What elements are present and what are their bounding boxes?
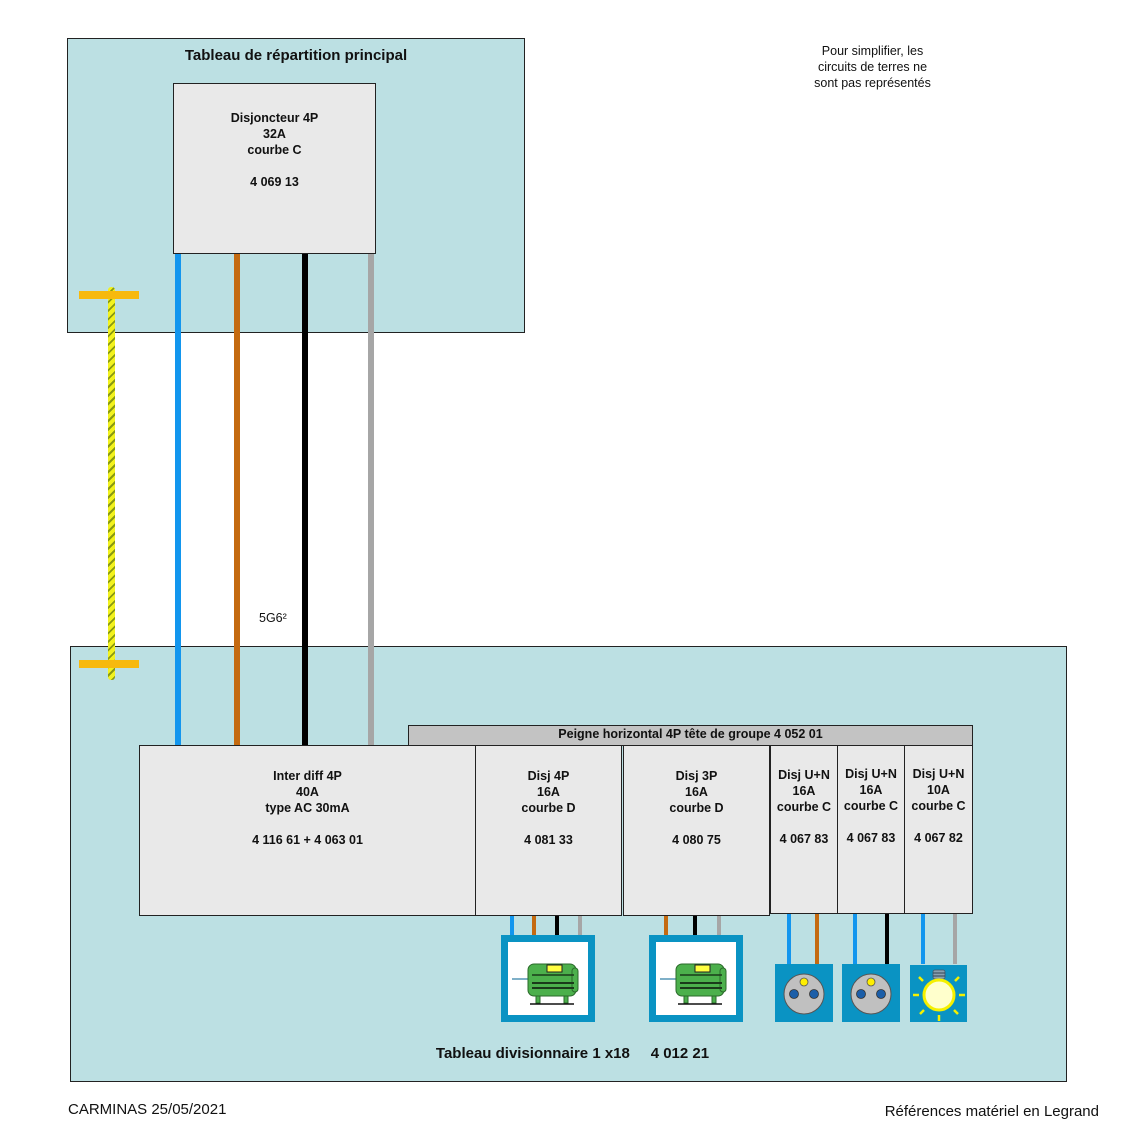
out-wire-brown xyxy=(815,914,819,964)
wire-phase1-brown xyxy=(234,254,240,746)
earth-bar-main xyxy=(79,291,139,299)
breaker-ref: 4 080 75 xyxy=(672,833,721,847)
breaker-label: courbe D xyxy=(669,801,724,815)
out-wire-grey xyxy=(717,916,721,936)
out-wire-black xyxy=(555,916,559,936)
breaker-disj-un-10a: Disj U+N 10A courbe C 4 067 82 xyxy=(904,745,973,914)
breaker-label: Disj 3P xyxy=(675,769,718,783)
main-panel-title: Tableau de répartition principal xyxy=(184,47,408,64)
author-date: CARMINAS 25/05/2021 xyxy=(68,1101,227,1118)
note-line-3: sont pas représentés xyxy=(814,76,931,90)
breaker-label: courbe D xyxy=(521,801,576,815)
note-line-1: Pour simplifier, les xyxy=(821,44,924,58)
earth-bar-sub xyxy=(79,660,139,668)
main-breaker-ref: 4 069 13 xyxy=(250,175,299,189)
cable-label: 5G6² xyxy=(259,611,287,625)
breaker-ref: 4 067 82 xyxy=(914,831,963,845)
out-wire-black xyxy=(885,914,889,964)
breaker-label: Disj U+N xyxy=(778,768,830,782)
breaker-ref: 4 067 83 xyxy=(779,832,829,846)
motor-load-2 xyxy=(649,935,743,1022)
out-wire-grey xyxy=(953,914,957,964)
socket-load-1 xyxy=(775,964,833,1022)
main-breaker-label-1: Disjoncteur 4P xyxy=(230,111,319,125)
rcd-inter-diff: Inter diff 4P 40A type AC 30mA 4 116 61 … xyxy=(139,745,476,916)
motor-load-1 xyxy=(501,935,595,1022)
simplification-note: Pour simplifier, les circuits de terres … xyxy=(790,43,955,91)
out-wire-grey xyxy=(578,916,582,936)
references-note: Références matériel en Legrand xyxy=(884,1103,1099,1120)
main-breaker-label-2: 32A xyxy=(263,127,286,141)
note-line-2: circuits de terres ne xyxy=(817,60,928,74)
rcd-label-3: type AC 30mA xyxy=(265,801,350,815)
rcd-label-1: Inter diff 4P xyxy=(273,769,342,783)
out-wire-blue xyxy=(787,914,791,964)
breaker-label: 10A xyxy=(927,783,950,797)
sub-panel-title: Tableau divisionnaire 1 x18 4 012 21 xyxy=(435,1045,710,1062)
breaker-label: courbe C xyxy=(911,799,966,813)
breaker-ref: 4 081 33 xyxy=(524,833,573,847)
breaker-disj-un-16a-1: Disj U+N 16A courbe C 4 067 83 xyxy=(770,745,838,914)
breaker-label: 16A xyxy=(792,784,816,798)
out-wire-brown xyxy=(664,916,668,936)
out-wire-black xyxy=(693,916,697,936)
breaker-label: 16A xyxy=(685,785,708,799)
earth-conductor xyxy=(108,287,115,680)
breaker-label: courbe C xyxy=(776,800,832,814)
breaker-disj-4p: Disj 4P 16A courbe D 4 081 33 xyxy=(475,745,622,916)
breaker-disj-un-16a-2: Disj U+N 16A courbe C 4 067 83 xyxy=(837,745,905,914)
breaker-label: Disj 4P xyxy=(527,769,570,783)
breaker-disj-3p: Disj 3P 16A courbe D 4 080 75 xyxy=(623,745,770,916)
out-wire-blue xyxy=(921,914,925,964)
main-breaker-4p: Disjoncteur 4P 32A courbe C 4 069 13 xyxy=(173,83,376,254)
breaker-ref: 4 067 83 xyxy=(846,831,896,845)
socket-load-2 xyxy=(842,964,900,1022)
rcd-label-2: 40A xyxy=(296,785,319,799)
light-bulb-icon xyxy=(913,969,965,1021)
comb-busbar: Peigne horizontal 4P tête de groupe 4 05… xyxy=(408,725,973,746)
out-wire-blue xyxy=(510,916,514,936)
wire-phase2-black xyxy=(302,254,308,746)
breaker-label: courbe C xyxy=(843,799,899,813)
out-wire-brown xyxy=(532,916,536,936)
main-breaker-label-3: courbe C xyxy=(247,143,302,157)
breaker-label: Disj U+N xyxy=(912,767,965,781)
wire-neutral-blue xyxy=(175,254,181,746)
breaker-label: Disj U+N xyxy=(845,767,897,781)
lamp-load xyxy=(910,965,967,1022)
out-wire-blue xyxy=(853,914,857,964)
breaker-label: 16A xyxy=(537,785,560,799)
rcd-ref: 4 116 61 + 4 063 01 xyxy=(252,833,363,847)
wire-phase3-grey xyxy=(368,254,374,746)
motor-icon xyxy=(512,963,579,1005)
socket-icon xyxy=(783,973,825,1015)
breaker-label: 16A xyxy=(859,783,883,797)
socket-icon xyxy=(850,973,892,1015)
motor-icon xyxy=(660,963,727,1005)
